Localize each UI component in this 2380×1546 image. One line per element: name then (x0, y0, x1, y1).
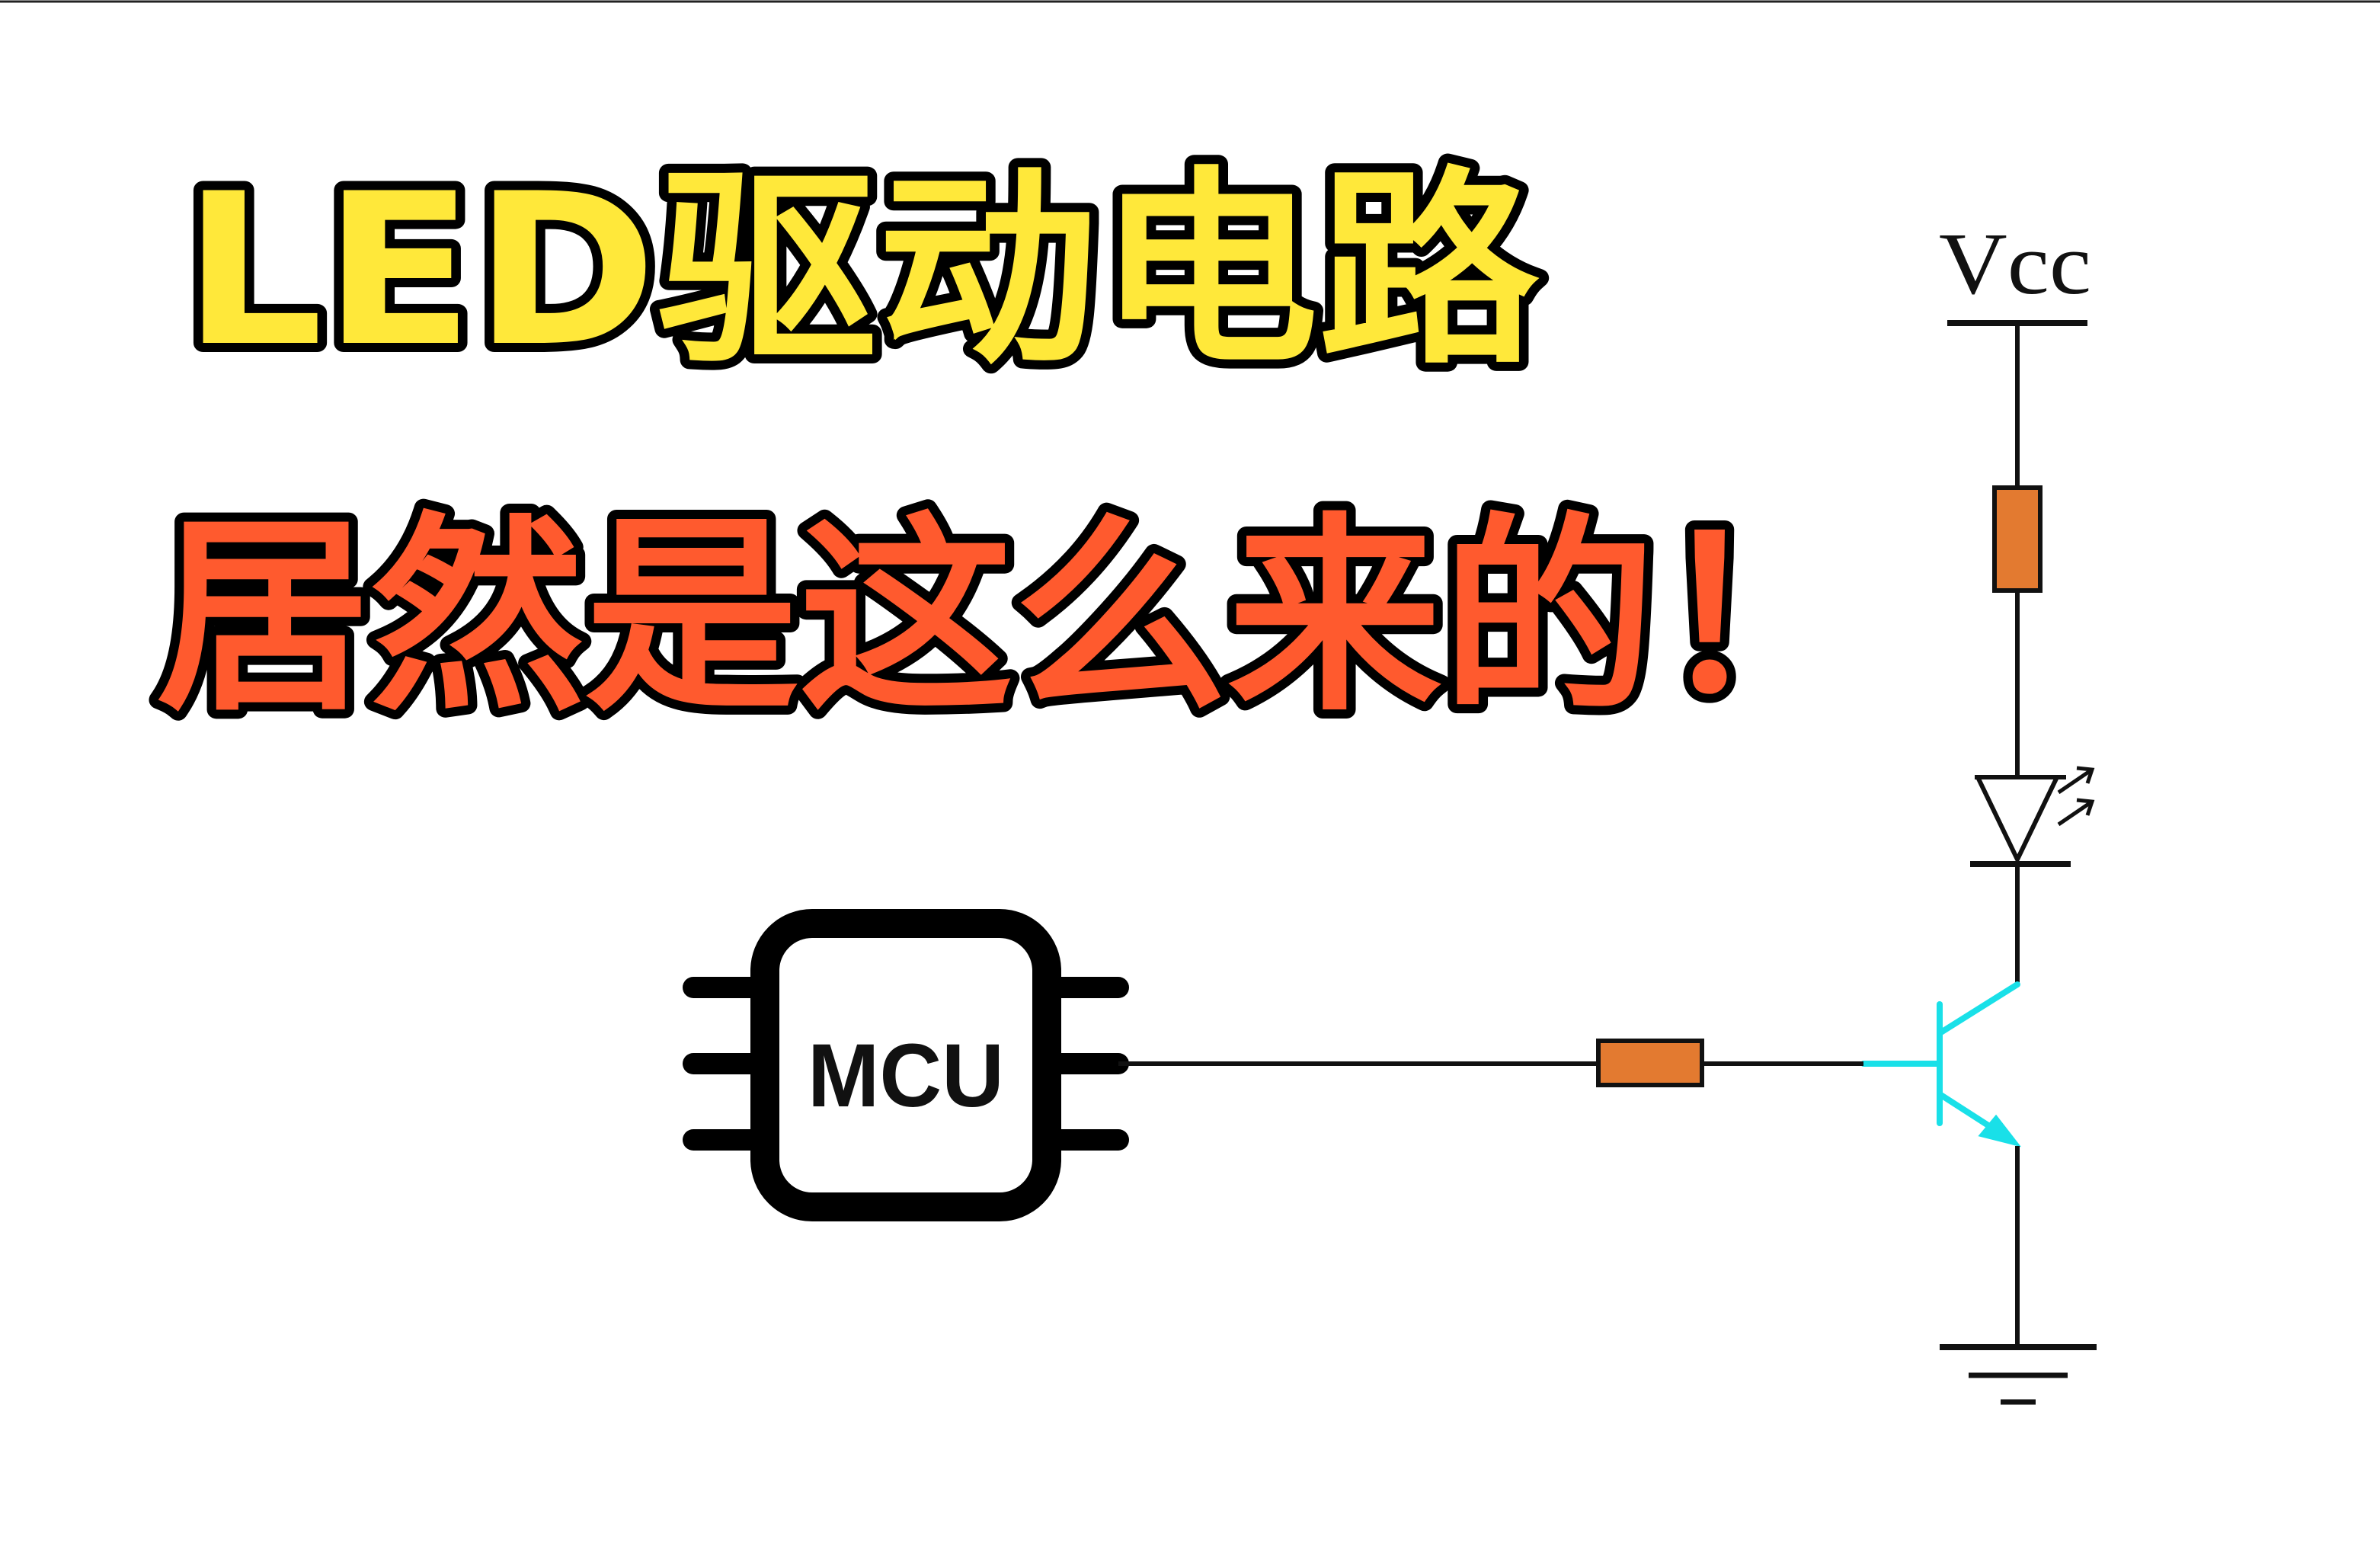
collector-resistor (1992, 485, 2043, 593)
npn-transistor (1860, 981, 2022, 1147)
base-resistor (1596, 1039, 1704, 1087)
led-symbol (1970, 766, 2095, 867)
led-light-arrows-icon (2057, 766, 2095, 827)
transistor-collector-lead (1937, 981, 2020, 1036)
mcu-body (750, 909, 1061, 1221)
title-line-1: LED驱动电路 (183, 149, 1543, 392)
led-triangle (1975, 775, 2059, 862)
ground-icon (1940, 1344, 2097, 1405)
mcu-right-pins (1047, 977, 1129, 1151)
transistor-emitter-arrow-icon (1978, 1114, 2022, 1147)
mcu-label: MCU (808, 1026, 1004, 1126)
title-line-2: 居然是这么来的！ (156, 495, 1870, 739)
vcc-label: Vcc (1939, 216, 2091, 312)
mcu-chip: MCU (683, 909, 1129, 1221)
mcu-left-pins (683, 977, 765, 1151)
